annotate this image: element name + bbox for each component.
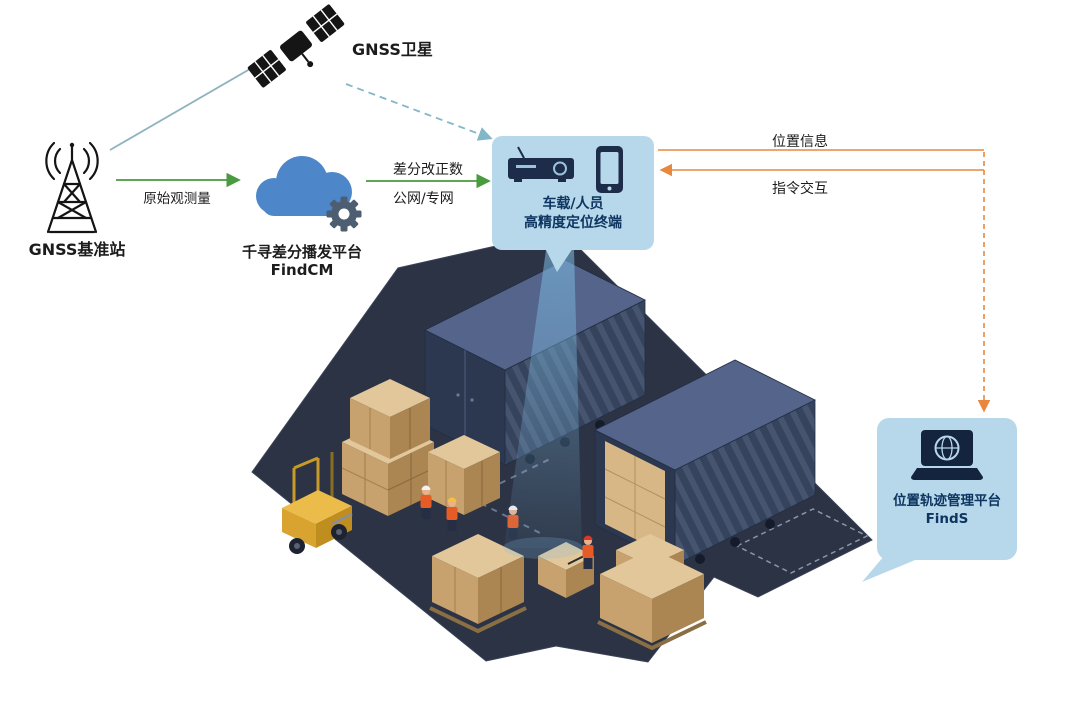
center-box [538, 542, 594, 598]
pallet-1 [429, 534, 527, 634]
position-info-label: 位置信息 [772, 134, 828, 150]
correction-label-line1: 差分改正数 [393, 162, 463, 178]
worker-figure-2 [446, 497, 458, 531]
edge-position-info-line [658, 149, 991, 413]
correction-label-line2: 公网/专网 [393, 191, 454, 207]
smartphone-icon [596, 146, 623, 193]
finds-platform-node: 位置轨迹管理平台 FindS [877, 418, 1017, 560]
terminal-label-line2: 高精度定位终端 [524, 214, 622, 231]
worker-figure-1 [420, 485, 432, 519]
gnss-base-station-icon [45, 141, 99, 234]
cloud-icon [256, 156, 362, 232]
base-station-label: GNSS基准站 [28, 240, 126, 259]
laptop-globe-icon [911, 430, 983, 480]
gear-icon [326, 196, 362, 232]
positioning-beam [503, 250, 583, 559]
container-2 [594, 359, 816, 566]
gnss-satellite-icon [247, 4, 345, 88]
box-stack-b [428, 435, 500, 515]
finds-label-line1: 位置轨迹管理平台 [893, 493, 1001, 509]
staging-zone [735, 508, 869, 574]
raw-observation-label: 原始观测量 [143, 191, 211, 207]
finds-bubble-tail [862, 556, 920, 582]
edge-satellite-terminal [345, 83, 493, 141]
finds-label-line2: FindS [925, 511, 969, 528]
warehouse-illustration [251, 230, 873, 663]
globe-icon [934, 435, 960, 461]
pallet-2 [597, 534, 707, 651]
cloud-label-line2: FindCM [270, 261, 334, 279]
edge-basestation-satellite [109, 61, 263, 151]
box-stack-a [341, 379, 435, 516]
cloud-label-line1: 千寻差分播发平台 [241, 243, 362, 261]
command-interaction-label: 指令交互 [772, 181, 828, 197]
forklift-icon [282, 452, 353, 554]
terminal-bubble-tail [545, 248, 573, 272]
terminal-label-line1: 车载/人员 [542, 196, 604, 212]
satellite-label: GNSS卫星 [352, 40, 433, 59]
terminal-node: 车载/人员 高精度定位终端 [492, 136, 654, 250]
receiver-icon [508, 146, 574, 182]
terminal-devices-icon [508, 146, 623, 193]
worker-figure-4 [567, 535, 594, 569]
